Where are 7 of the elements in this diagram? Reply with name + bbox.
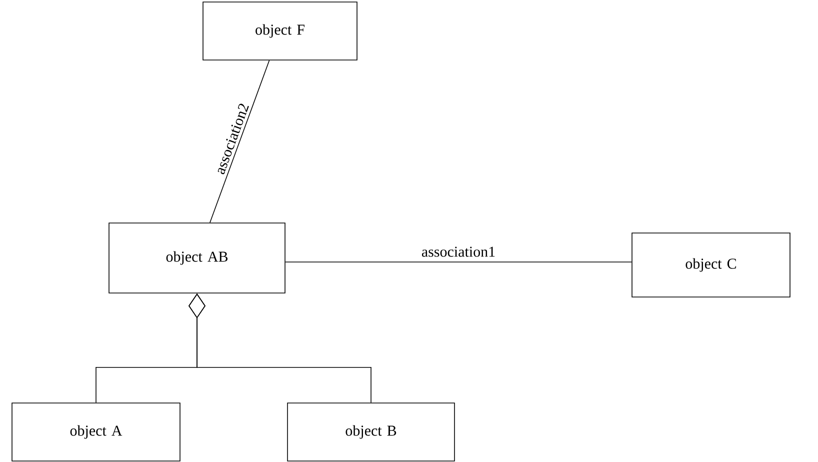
object-box: object A [12, 402, 180, 462]
edge-label: association1 [422, 246, 495, 257]
object-box: object B [287, 402, 455, 462]
object-box: object C [632, 232, 790, 298]
association-line [210, 60, 270, 223]
object-box: object AB [108, 222, 286, 294]
object-box: object F [202, 2, 358, 60]
